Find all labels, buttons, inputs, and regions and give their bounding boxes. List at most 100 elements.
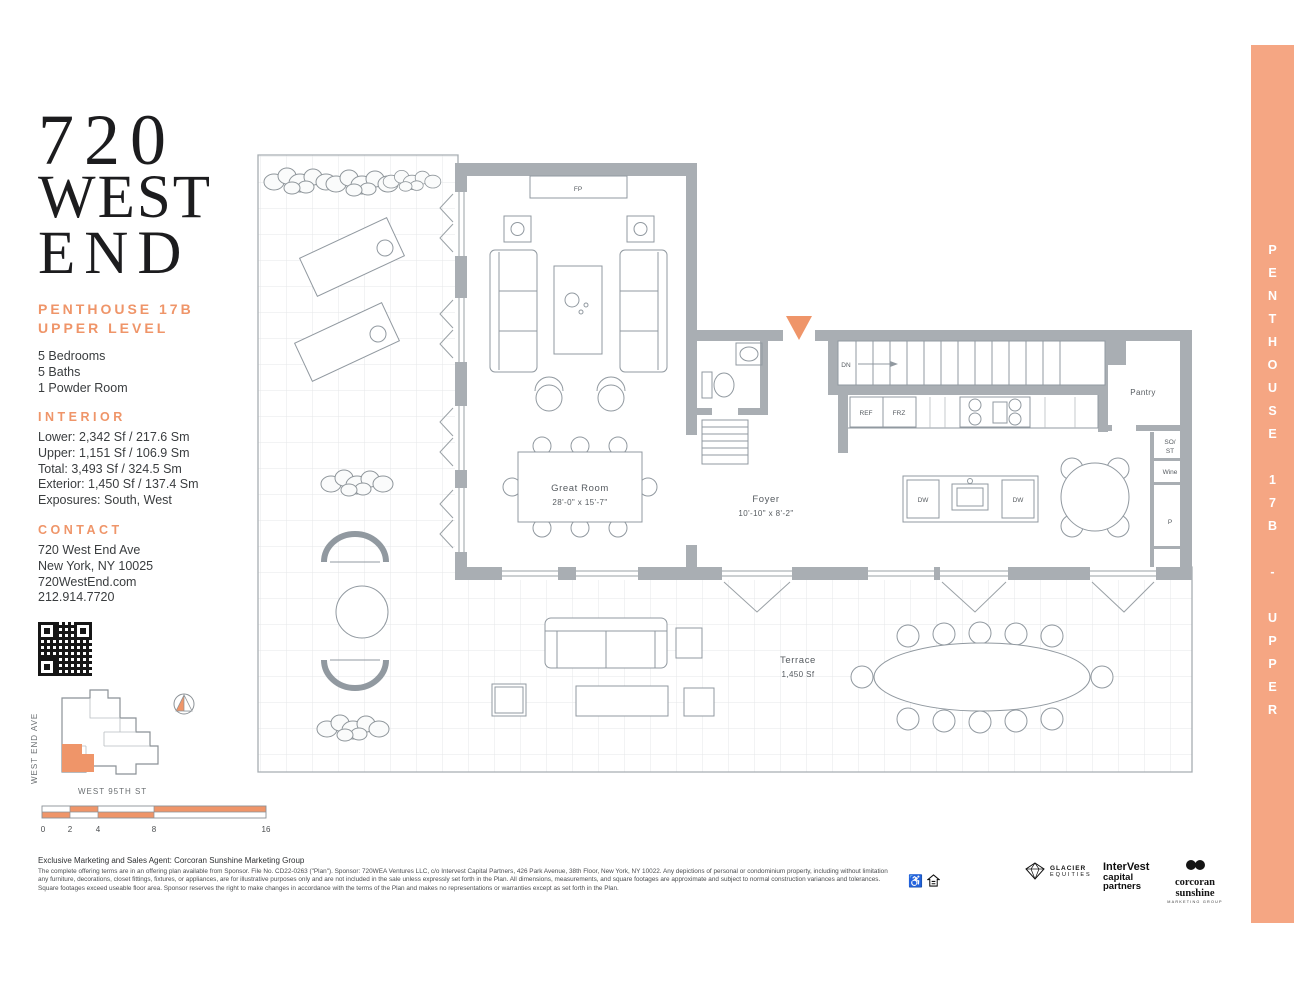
frz-label: FRZ xyxy=(893,410,906,417)
sofa xyxy=(489,249,538,373)
terrace-label: Terrace xyxy=(780,655,816,666)
glacier-equities-logo: GLACIER EQUITIES xyxy=(1025,862,1092,880)
lounge-chair xyxy=(535,384,563,412)
stairs: DN xyxy=(837,340,1106,386)
stat-exposures: Exposures: South, West xyxy=(38,493,172,508)
terrace-table xyxy=(293,302,401,382)
terrace-side-table xyxy=(675,627,703,659)
lounge-chair xyxy=(597,384,625,412)
sost-label-2: ST xyxy=(1166,448,1174,455)
terrace-side-table xyxy=(683,687,715,717)
scale-label-4: 4 xyxy=(96,825,101,834)
terrace-chair xyxy=(321,659,389,691)
fireplace-label: FP xyxy=(574,186,582,193)
spec-bedrooms: 5 Bedrooms xyxy=(38,349,106,363)
intervest-logo: InterVest capital partners xyxy=(1103,861,1150,892)
wine-label: Wine xyxy=(1163,469,1178,476)
terrace-sofa xyxy=(544,617,668,669)
terrace-table xyxy=(298,217,406,297)
corcoran-circles-icon xyxy=(1186,860,1205,870)
corcoran-sunshine-logo: corcoran sunshine MARKETING GROUP xyxy=(1157,858,1233,904)
logo-line-2: WEST xyxy=(38,164,213,231)
great-room-dims: 28'-0" x 15'-7" xyxy=(552,498,607,507)
stat-lower: Lower: 2,342 Sf / 217.6 Sm xyxy=(38,430,190,444)
keyplan-street-west-end-ave: WEST END AVE xyxy=(30,712,39,784)
closet-shelves xyxy=(701,419,749,465)
stat-exterior: Exterior: 1,450 Sf / 137.4 Sm xyxy=(38,477,199,492)
keyplan-unit-highlight xyxy=(62,744,94,772)
foyer-dims: 10'-10" x 8'-2" xyxy=(738,509,793,518)
logo-line-1: 720 xyxy=(38,100,176,180)
terrace-area-label: 1,450 Sf xyxy=(781,670,814,679)
windows-south xyxy=(502,567,1156,613)
kitchen-island: DW DW xyxy=(902,475,1039,523)
side-banner-label: PENTHOUSE 17B - UPPER xyxy=(1265,242,1280,726)
agent-line: Exclusive Marketing and Sales Agent: Cor… xyxy=(38,856,305,865)
contact-city: New York, NY 10025 xyxy=(38,558,154,573)
stat-upper: Upper: 1,151 Sf / 106.9 Sm xyxy=(38,445,190,460)
qr-code xyxy=(38,622,92,677)
keyplan-street-west-95th-st: WEST 95TH ST xyxy=(78,787,148,796)
p-label: P xyxy=(1168,519,1172,526)
kitchen: REF FRZ DW DW xyxy=(848,395,1130,538)
stairs-dn-label: DN xyxy=(841,362,851,369)
scale-bar: 0 2 4 8 16 xyxy=(41,805,271,834)
intervest-partners: partners xyxy=(1103,881,1142,892)
terrace-furniture: Terrace 1,450 Sf xyxy=(263,167,1114,742)
compass-icon xyxy=(173,693,195,715)
gem-icon xyxy=(1025,862,1045,880)
contact-heading: CONTACT xyxy=(38,522,123,537)
accessibility-icons: ♿ xyxy=(908,874,940,887)
qr-finder-icon xyxy=(38,622,56,641)
contact-block: 720 West End Ave New York, NY 10025 720W… xyxy=(38,543,243,606)
glacier-sub: EQUITIES xyxy=(1050,871,1092,878)
scale-label-2: 2 xyxy=(68,825,73,834)
range xyxy=(959,396,1031,428)
great-room-label: Great Room xyxy=(551,483,609,494)
terrace-dining-set xyxy=(850,621,1114,734)
left-sidebar: 720 WEST END PENTHOUSE 17B UPPER LEVEL 5… xyxy=(38,100,243,677)
unit-specs: 5 Bedrooms 5 Baths 1 Powder Room xyxy=(38,348,243,396)
corcoran-name: corcoran sunshine xyxy=(1174,877,1216,899)
sofa xyxy=(619,249,668,373)
dw-label: DW xyxy=(918,497,930,504)
terrace-chair xyxy=(321,531,389,563)
logo-line-3: END xyxy=(38,220,191,287)
qr-finder-icon xyxy=(38,658,56,677)
legal-disclaimer: The complete offering terms are in an of… xyxy=(38,868,888,892)
spec-powder: 1 Powder Room xyxy=(38,381,128,395)
key-plan xyxy=(61,689,195,775)
terrace-round-table xyxy=(335,585,389,639)
scale-label-8: 8 xyxy=(152,825,157,834)
dining-set xyxy=(502,436,658,538)
windows-west xyxy=(439,192,467,552)
breakfast-table xyxy=(1060,457,1130,538)
terrace-ottoman xyxy=(575,685,669,717)
foyer-label: Foyer xyxy=(752,494,779,505)
spec-baths: 5 Baths xyxy=(38,365,81,379)
powder-room xyxy=(701,342,763,399)
contact-phone: 212.914.7720 xyxy=(38,590,115,605)
sost-label-1: SO/ xyxy=(1164,439,1175,446)
unit-title: PENTHOUSE 17B UPPER LEVEL xyxy=(38,300,243,338)
coffee-table xyxy=(553,265,603,355)
scale-label-16: 16 xyxy=(262,825,271,834)
stat-total: Total: 3,493 Sf / 324.5 Sm xyxy=(38,461,182,476)
unit-title-line-2: UPPER LEVEL xyxy=(38,320,169,336)
contact-website: 720WestEnd.com xyxy=(38,574,137,589)
intervest-capital: capital xyxy=(1103,872,1134,883)
ref-label: REF xyxy=(860,410,873,417)
interior-heading: INTERIOR xyxy=(38,410,126,424)
side-banner: PENTHOUSE 17B - UPPER xyxy=(1251,45,1294,923)
wheelchair-icon: ♿ xyxy=(908,873,923,888)
qr-finder-icon xyxy=(74,622,92,641)
fireplace xyxy=(529,175,628,199)
pantry-label: Pantry xyxy=(1130,388,1156,397)
closet-column: SO/ ST Wine P xyxy=(1163,439,1178,526)
intervest-name: InterVest xyxy=(1103,861,1150,873)
brand-logo: 720 WEST END xyxy=(38,100,243,287)
freezer xyxy=(882,396,917,428)
great-room: FP Great Room 28'-0" x 15'-7" xyxy=(489,175,668,538)
scale-label-0: 0 xyxy=(41,825,46,834)
